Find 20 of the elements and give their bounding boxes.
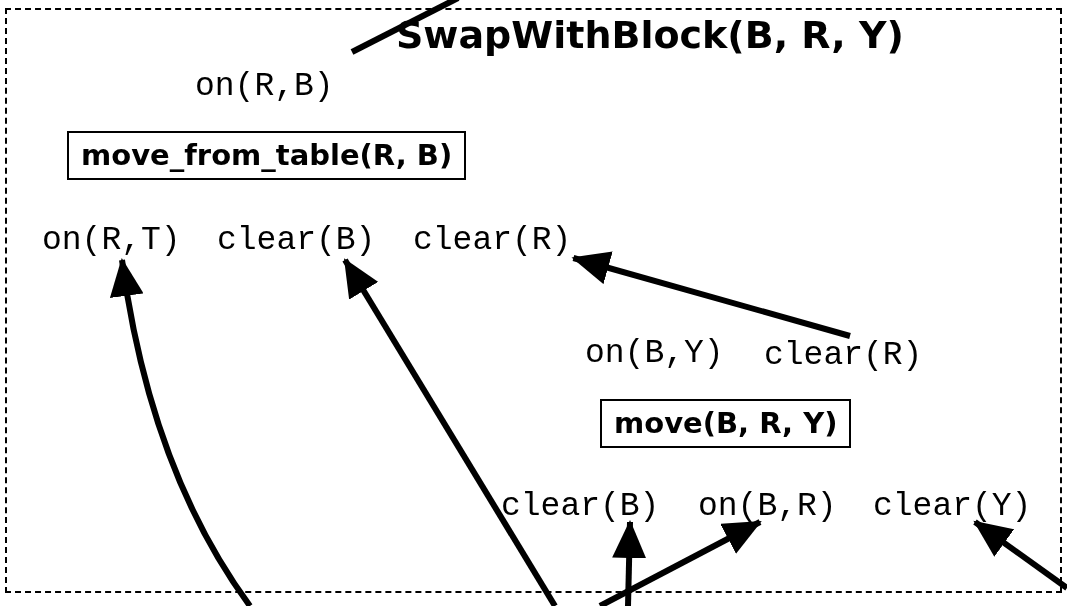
predicate-text: clear(B) <box>499 487 662 526</box>
dashed-frame <box>5 8 1062 593</box>
arrow <box>110 258 253 606</box>
line <box>350 0 460 55</box>
predicate-text: clear(R) <box>762 336 925 375</box>
arrow <box>571 251 851 339</box>
arrow <box>973 519 1067 591</box>
predicate-label: on(B,Y) <box>585 337 724 370</box>
action-box: move_from_table(R, B) <box>67 131 467 180</box>
action-box: move(B, R, Y) <box>600 399 852 448</box>
frame-title: SwapWithBlock(B, R, Y) <box>396 16 904 54</box>
predicate-text: clear(Y) <box>871 487 1034 526</box>
predicate-text: clear(R) <box>411 221 574 260</box>
predicate-text: on(B,R) <box>696 487 839 526</box>
arrow <box>598 519 762 606</box>
predicate-label: on(R,B) <box>195 70 334 103</box>
predicate-text: clear(B) <box>215 221 378 260</box>
arrow <box>612 520 647 606</box>
predicate-text: on(R,T) <box>40 221 183 260</box>
arrow <box>342 258 558 606</box>
